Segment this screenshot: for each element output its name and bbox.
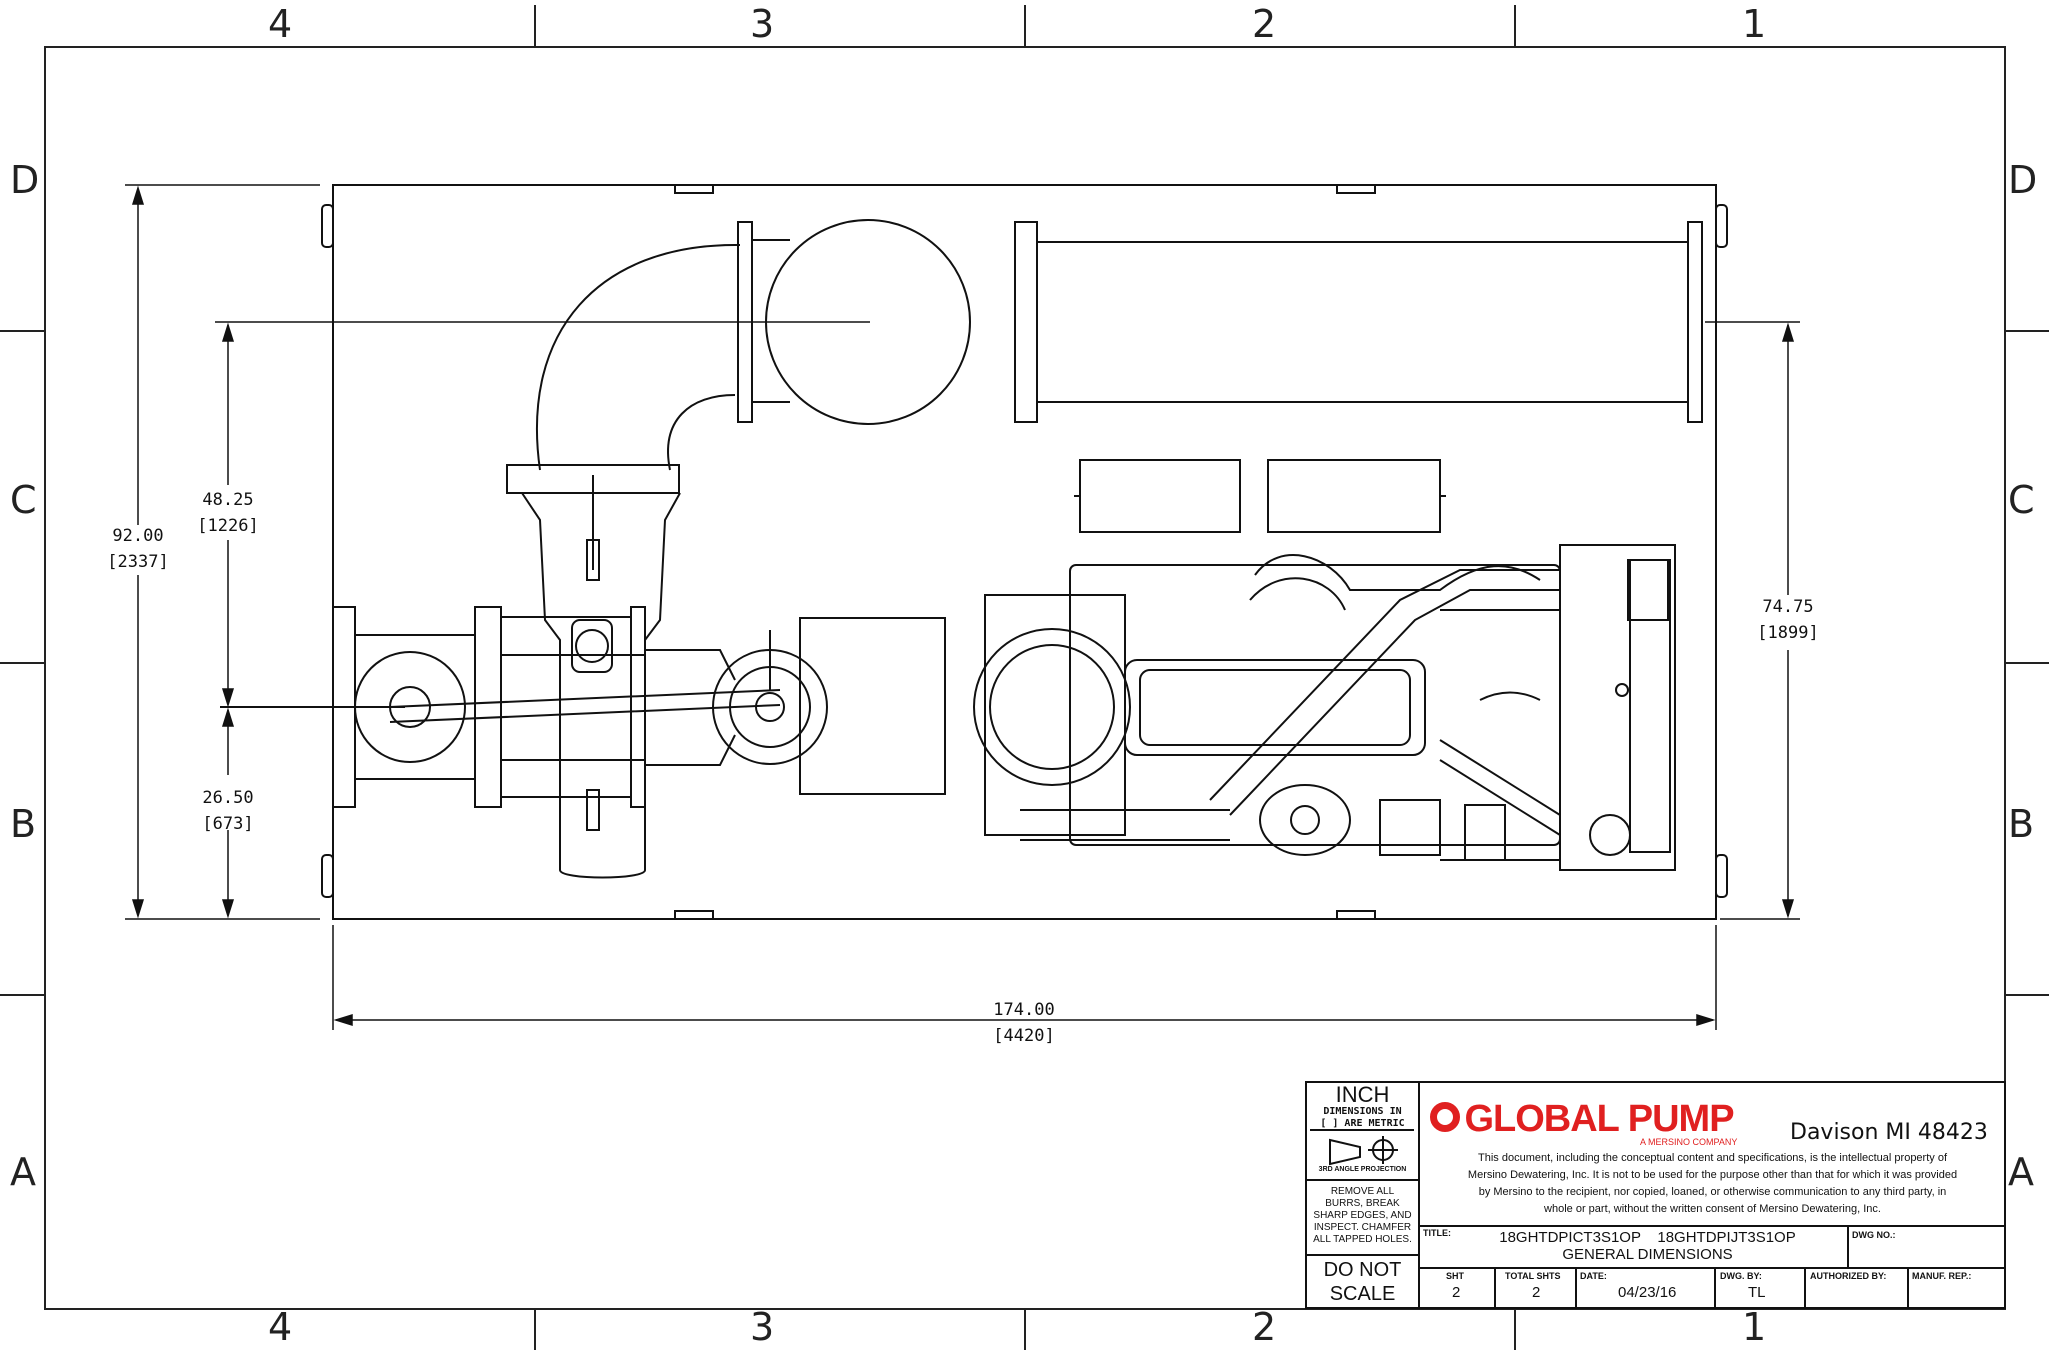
date-value: 04/23/16 xyxy=(1618,1284,1677,1301)
sht-label: SHT xyxy=(1446,1271,1464,1281)
units-line2: [ ] ARE METRIC xyxy=(1320,1118,1405,1129)
zone-col-4-bottom: 4 xyxy=(268,1305,293,1349)
note-line: ALL TAPPED HOLES. xyxy=(1313,1234,1412,1245)
note-line: SHARP EDGES, AND xyxy=(1313,1210,1412,1221)
dwg-by-label: DWG. BY: xyxy=(1720,1271,1762,1281)
manuf-rep-label: MANUF. REP.: xyxy=(1912,1271,1972,1281)
overall-height-dimension: 92.00 [2337] xyxy=(96,523,180,575)
note-line: BURRS, BREAK xyxy=(1325,1198,1400,1209)
overall-width-dimension: 174.00 [4420] xyxy=(982,997,1066,1049)
zone-row-c-right: C xyxy=(2008,478,2035,522)
overall-height-metric: [2337] xyxy=(107,552,169,572)
suction-height-metric: [673] xyxy=(202,814,254,834)
fabrication-notes: REMOVE ALL BURRS, BREAK SHARP EDGES, AND… xyxy=(1306,1186,1419,1246)
authorized-by-label: AUTHORIZED BY: xyxy=(1810,1271,1887,1281)
zone-row-b-left: B xyxy=(10,802,37,846)
discharge-height-dimension: 48.25 [1226] xyxy=(186,487,270,539)
logo-icon xyxy=(1430,1101,1460,1132)
engine-width-inch: 74.75 xyxy=(1762,597,1814,617)
dimension-lines xyxy=(125,184,1800,1030)
note-line: INSPECT. CHAMFER xyxy=(1313,1222,1412,1233)
zone-row-d-right: D xyxy=(2008,158,2038,202)
units-title: INCH xyxy=(1335,1082,1390,1107)
date-label: DATE: xyxy=(1580,1271,1607,1281)
suction-height-inch: 26.50 xyxy=(202,788,254,808)
overall-width-metric: [4420] xyxy=(993,1026,1055,1046)
disclaimer-line: This document, including the conceptual … xyxy=(1478,1152,1947,1164)
discharge-height-inch: 48.25 xyxy=(202,490,254,510)
dwg-by-value: TL xyxy=(1748,1284,1766,1301)
drawing-title-line1: 18GHTDPICT3S1OP 18GHTDPIJT3S1OP xyxy=(1499,1229,1796,1246)
zone-row-c-left: C xyxy=(10,478,37,522)
disclaimer-line: whole or part, without the written conse… xyxy=(1544,1203,1881,1215)
zone-col-1-bottom: 1 xyxy=(1742,1305,1767,1349)
disclaimer-line: by Mersino to the recipient, nor copied,… xyxy=(1478,1186,1947,1198)
engine-width-metric: [1899] xyxy=(1757,623,1819,643)
zone-row-d-left: D xyxy=(10,158,40,202)
drawing-border xyxy=(0,5,2049,1350)
overall-width-inch: 174.00 xyxy=(993,1000,1055,1020)
zone-col-3-bottom: 3 xyxy=(750,1305,775,1349)
skid-base xyxy=(321,184,1728,920)
company-logo: GLOBAL PUMP xyxy=(1430,1098,1735,1141)
overall-height-inch: 92.00 xyxy=(112,526,164,546)
units-line1: DIMENSIONS IN xyxy=(1323,1106,1402,1117)
zone-row-b-right: B xyxy=(2008,802,2035,846)
pump-volute xyxy=(220,539,946,831)
title-block-frame xyxy=(1305,1081,2006,1309)
zone-row-a-left: A xyxy=(10,1150,36,1194)
note-line: REMOVE ALL xyxy=(1330,1186,1395,1197)
do-not-scale-note: DO NOT SCALE xyxy=(1306,1258,1419,1306)
suction-height-dimension: 26.50 [673] xyxy=(186,785,270,837)
scale-note-line: DO NOT xyxy=(1323,1259,1402,1281)
zone-col-3-top: 3 xyxy=(750,2,775,46)
logo-subtitle: A MERSINO COMPANY xyxy=(1640,1137,1738,1147)
sht-value: 2 xyxy=(1452,1284,1461,1301)
projection-label: 3RD ANGLE PROJECTION xyxy=(1318,1166,1407,1173)
discharge-height-metric: [1226] xyxy=(197,516,259,536)
engine-width-dimension: 74.75 [1899] xyxy=(1746,594,1830,646)
engine-assembly xyxy=(973,544,1676,871)
zone-col-4-top: 4 xyxy=(268,2,293,46)
radiator-panels xyxy=(1074,459,1446,533)
zone-col-2-top: 2 xyxy=(1252,2,1277,46)
disclaimer: This document, including the conceptual … xyxy=(1425,1150,2000,1218)
drawing-title-line2: GENERAL DIMENSIONS xyxy=(1562,1246,1733,1263)
discharge-piping xyxy=(506,219,1703,879)
scale-note-line: SCALE xyxy=(1329,1283,1396,1305)
zone-row-a-right: A xyxy=(2008,1150,2034,1194)
total-shts-value: 2 xyxy=(1532,1284,1541,1301)
zone-col-2-bottom: 2 xyxy=(1252,1305,1277,1349)
total-shts-label: TOTAL SHTS xyxy=(1505,1271,1561,1281)
company-location: Davison MI 48423 xyxy=(1790,1120,1988,1145)
logo-text: GLOBAL PUMP xyxy=(1464,1098,1734,1140)
dwg-no-label: DWG NO.: xyxy=(1852,1230,1896,1240)
zone-col-1-top: 1 xyxy=(1742,2,1767,46)
disclaimer-line: Mersino Dewatering, Inc. It is not to be… xyxy=(1467,1169,1958,1181)
title-label: TITLE: xyxy=(1423,1228,1451,1238)
